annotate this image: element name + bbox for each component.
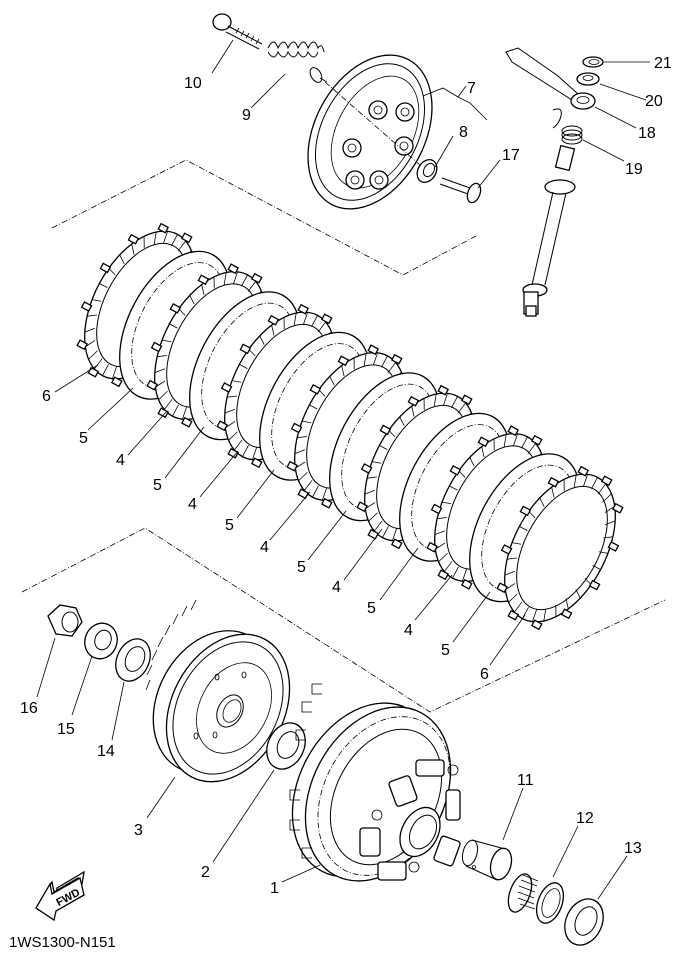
nut-part [47, 604, 83, 637]
push-lever-part [505, 47, 596, 110]
callout-4-c: 4 [260, 539, 269, 556]
circlip-part [582, 56, 604, 68]
callout-4-e: 4 [404, 622, 413, 639]
callout-10: 10 [184, 75, 202, 92]
torsion-spring-part [552, 108, 583, 145]
callout-21: 21 [654, 55, 672, 72]
callout-5-b: 5 [153, 477, 162, 494]
needle-bearing-part [507, 873, 565, 924]
callout-12: 12 [576, 810, 594, 827]
callout-6-top: 6 [42, 388, 51, 405]
callout-6-bottom: 6 [480, 666, 489, 683]
clutch-boss-part [145, 599, 291, 783]
fwd-arrow-icon: FWD [35, 870, 85, 922]
spring-part [267, 41, 328, 83]
collar-part [461, 839, 513, 881]
primary-driven-gear-part [289, 683, 461, 882]
stack-bracket-lower [21, 527, 666, 713]
callout-7: 7 [467, 80, 476, 97]
callout-14: 14 [97, 743, 115, 760]
stack-bracket-upper [51, 159, 477, 276]
callout-4-d: 4 [332, 579, 341, 596]
callout-15: 15 [57, 721, 75, 738]
callout-4-b: 4 [188, 496, 197, 513]
thrust-washer-part-13 [564, 898, 604, 946]
callout-3: 3 [134, 822, 143, 839]
bearing-part [416, 159, 438, 183]
callout-5-e: 5 [367, 600, 376, 617]
callout-2: 2 [201, 864, 210, 881]
callout-19: 19 [625, 161, 643, 178]
plate-friction-plate-bottom [496, 465, 624, 631]
callout-5-a: 5 [79, 430, 88, 447]
washer-part-14 [115, 638, 151, 682]
push-rod-part [439, 177, 482, 204]
callout-11: 11 [517, 772, 534, 789]
bolt-part [212, 13, 263, 50]
callout-1: 1 [270, 880, 279, 897]
plate-stack [76, 222, 624, 631]
callout-17: 17 [502, 147, 520, 164]
washer-part-20 [576, 72, 600, 86]
callout-20: 20 [645, 93, 663, 110]
lock-washer-part [84, 622, 118, 660]
leader-lines [36, 39, 650, 900]
callout-4-a: 4 [116, 452, 125, 469]
drawing-code: 1WS1300-N151 [9, 934, 116, 951]
callout-9: 9 [242, 107, 251, 124]
callout-13: 13 [624, 840, 642, 857]
callout-8: 8 [459, 124, 468, 141]
callout-5-d: 5 [297, 559, 306, 576]
callout-labels: 10 9 7 8 17 21 20 18 19 6 5 4 5 4 5 4 5 … [20, 55, 672, 897]
callout-5-f: 5 [441, 642, 450, 659]
shaft-part [522, 144, 576, 317]
callout-5-c: 5 [225, 517, 234, 534]
pressure-plate-part [307, 54, 433, 210]
callout-16: 16 [20, 700, 38, 717]
callout-18: 18 [638, 125, 656, 142]
